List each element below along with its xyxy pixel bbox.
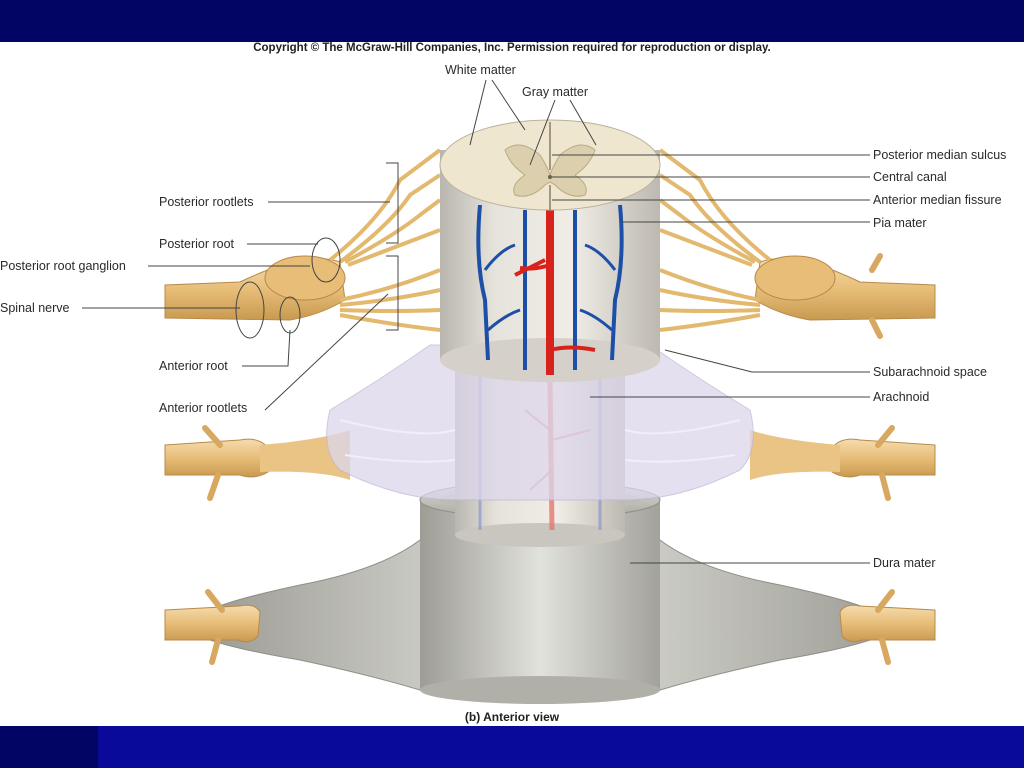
label-spinal-nerve: Spinal nerve — [0, 301, 70, 315]
slide-bottom-bar — [0, 726, 1024, 768]
label-anterior-root: Anterior root — [159, 359, 228, 373]
label-gray-matter: Gray matter — [522, 85, 588, 99]
slide-top-bar — [0, 0, 1024, 42]
label-pia-mater: Pia mater — [873, 216, 927, 230]
arachnoid — [326, 344, 754, 501]
label-arachnoid: Arachnoid — [873, 390, 930, 404]
figure-caption: (b) Anterior view — [464, 710, 560, 724]
label-posterior-rootlets: Posterior rootlets — [159, 195, 254, 209]
label-posterior-root: Posterior root — [159, 237, 235, 251]
label-anterior-rootlets: Anterior rootlets — [159, 401, 248, 415]
label-anterior-median-fissure: Anterior median fissure — [873, 193, 1002, 207]
label-posterior-median-sulcus: Posterior median sulcus — [873, 148, 1007, 162]
label-dura-mater: Dura mater — [873, 556, 936, 570]
slide-bottom-bar-accent — [0, 726, 98, 768]
copyright-notice: Copyright © The McGraw-Hill Companies, I… — [253, 42, 771, 54]
label-white-matter: White matter — [445, 63, 516, 77]
label-leader-lines — [82, 79, 870, 564]
lower-spinal-nerves — [164, 589, 936, 665]
label-central-canal: Central canal — [873, 170, 947, 184]
spinal-cord-upper-segment — [439, 119, 661, 382]
label-subarachnoid-space: Subarachnoid space — [873, 365, 987, 379]
label-posterior-root-ganglion: Posterior root ganglion — [0, 259, 126, 273]
upper-spinal-nerves — [164, 148, 936, 339]
